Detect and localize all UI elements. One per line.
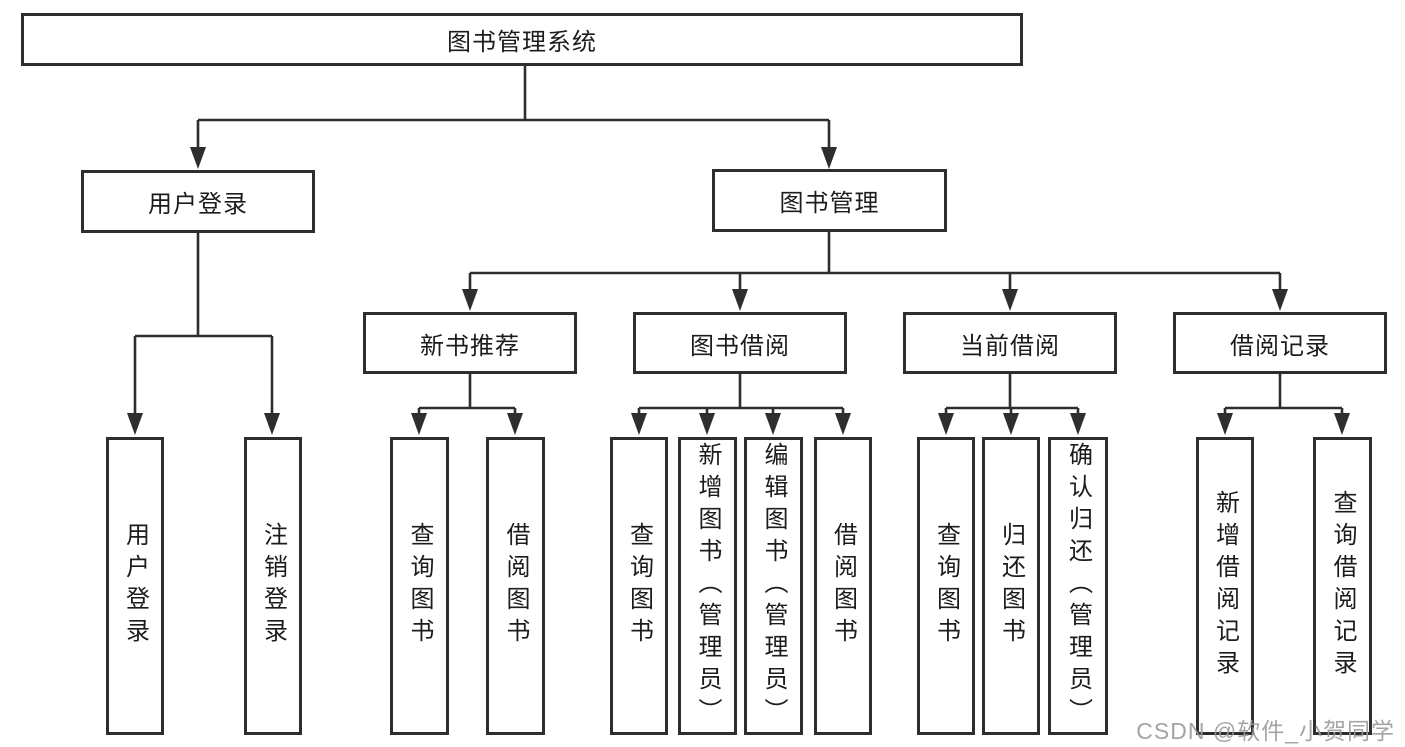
leaf-query-books-borrowing: 查询图书	[610, 437, 668, 735]
leaf-borrow-books: 借阅图书	[814, 437, 872, 735]
node-user-login: 用户登录	[81, 170, 315, 233]
leaf-add-borrow-record: 新增借阅记录	[1196, 437, 1254, 735]
node-current-borrowing: 当前借阅	[903, 312, 1117, 374]
node-book-borrowing: 图书借阅	[633, 312, 847, 374]
leaf-query-books-current: 查询图书	[917, 437, 975, 735]
leaf-query-books-recommend: 查询图书	[390, 437, 449, 735]
leaf-user-login: 用户登录	[106, 437, 164, 735]
leaf-edit-books-admin: 编辑图书（管理员）	[744, 437, 803, 735]
leaf-add-books-admin: 新增图书（管理员）	[678, 437, 737, 735]
csdn-watermark: CSDN @软件_小贺同学	[1136, 718, 1395, 744]
leaf-return-books: 归还图书	[982, 437, 1040, 735]
node-book-management: 图书管理	[712, 169, 947, 232]
node-new-book-recommend: 新书推荐	[363, 312, 577, 374]
leaf-confirm-return-admin: 确认归还（管理员）	[1048, 437, 1108, 735]
leaf-logout: 注销登录	[244, 437, 302, 735]
node-borrowing-records: 借阅记录	[1173, 312, 1387, 374]
leaf-query-borrow-record: 查询借阅记录	[1313, 437, 1372, 735]
leaf-borrow-books-recommend: 借阅图书	[486, 437, 545, 735]
node-library-management-system: 图书管理系统	[21, 13, 1023, 66]
